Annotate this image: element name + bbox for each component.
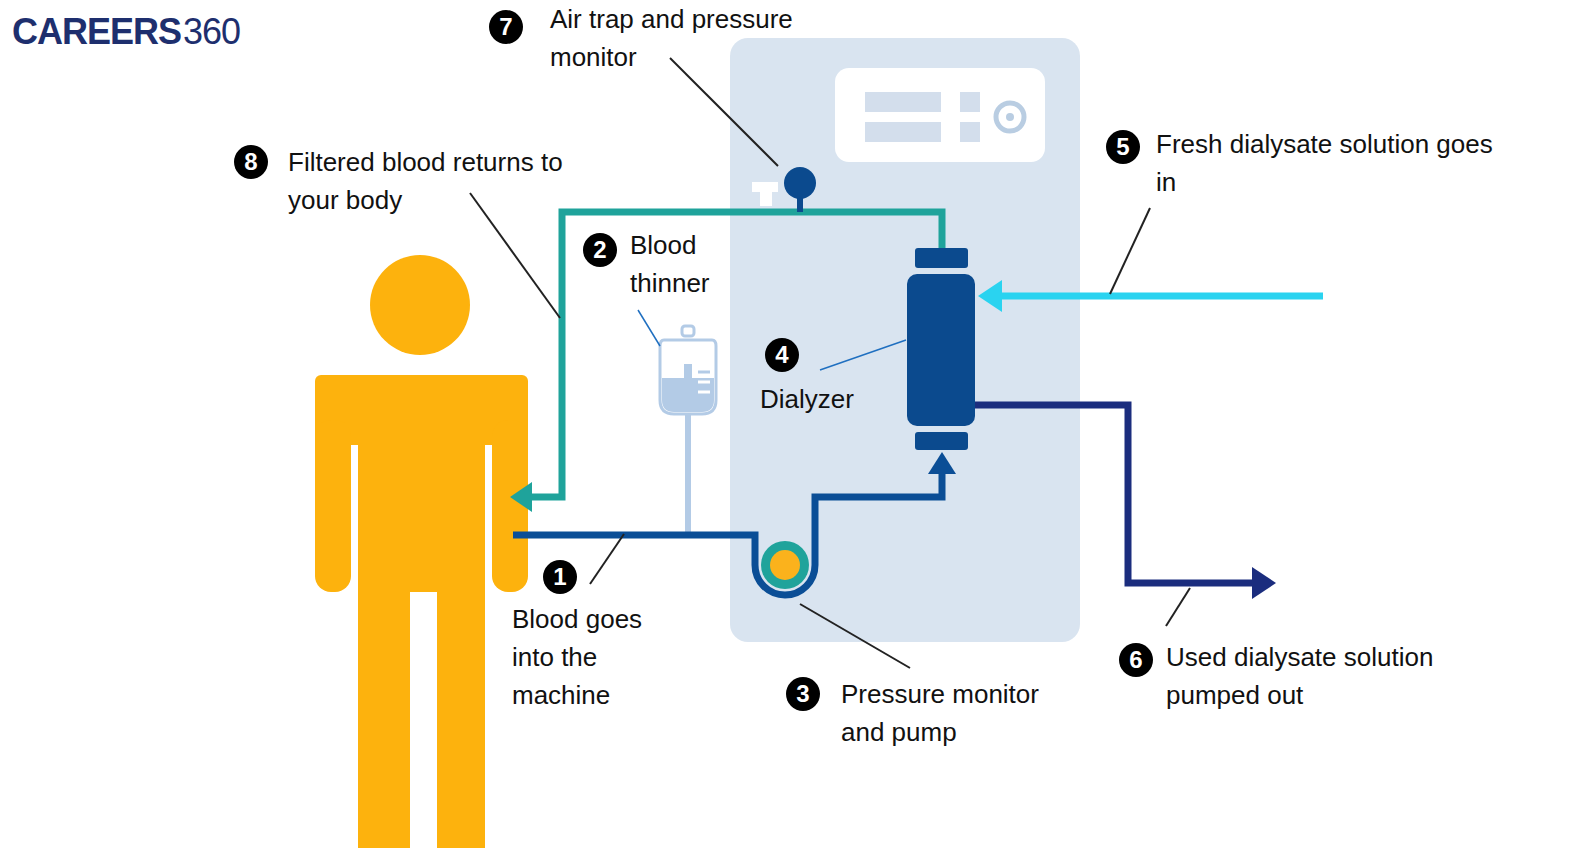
callout-number: 8: [244, 150, 257, 174]
fresh-dialysate-line: [996, 293, 1323, 300]
part-label: Dialyzer: [760, 380, 854, 418]
callout-circle: 6: [1119, 643, 1153, 677]
part-label: Air trap and pressure monitor: [550, 0, 850, 76]
callout-circle: 7: [489, 10, 523, 44]
blood-pump: [761, 541, 809, 589]
leader-lines: [470, 58, 1190, 668]
part-label: Blood thinner: [630, 226, 740, 302]
dialyzer: [907, 248, 975, 450]
callout-circle: 5: [1106, 130, 1140, 164]
logo-text: 360: [183, 10, 240, 54]
callout-circle: 4: [765, 338, 799, 372]
callout-number: 7: [499, 15, 512, 39]
air-trap: [752, 167, 816, 212]
part-label: Blood goes into the machine: [512, 600, 687, 714]
machine-screen: [835, 68, 1045, 162]
used-dialysate-line: [975, 405, 1256, 583]
callout-number: 6: [1129, 648, 1142, 672]
arrowhead: [1252, 567, 1276, 599]
callout-circle: 8: [234, 145, 268, 179]
callout-circle: 1: [543, 560, 577, 594]
callout-number: 3: [796, 682, 809, 706]
callout-number: 5: [1116, 135, 1129, 159]
blood-thinner-bag: [660, 326, 716, 532]
callout-circle: 3: [786, 677, 820, 711]
part-label: Pressure monitor and pump: [841, 675, 1081, 751]
blood-out-line: [513, 470, 942, 595]
part-label: Filtered blood returns to your body: [288, 143, 593, 219]
logo-text: CAREERS: [12, 10, 181, 54]
return-line: [528, 212, 942, 497]
machine-housing: [730, 38, 1080, 642]
arrowhead: [928, 452, 956, 474]
callout-number: 2: [593, 238, 606, 262]
callout-number: 4: [775, 343, 788, 367]
callout-circle: 2: [583, 233, 617, 267]
part-label: Fresh dialysate solution goes in: [1156, 125, 1496, 201]
arrowhead: [510, 482, 532, 512]
patient-figure: [315, 255, 528, 848]
callout-number: 1: [553, 565, 566, 589]
part-label: Used dialysate solution pumped out: [1166, 638, 1501, 714]
arrowhead: [978, 280, 1002, 312]
